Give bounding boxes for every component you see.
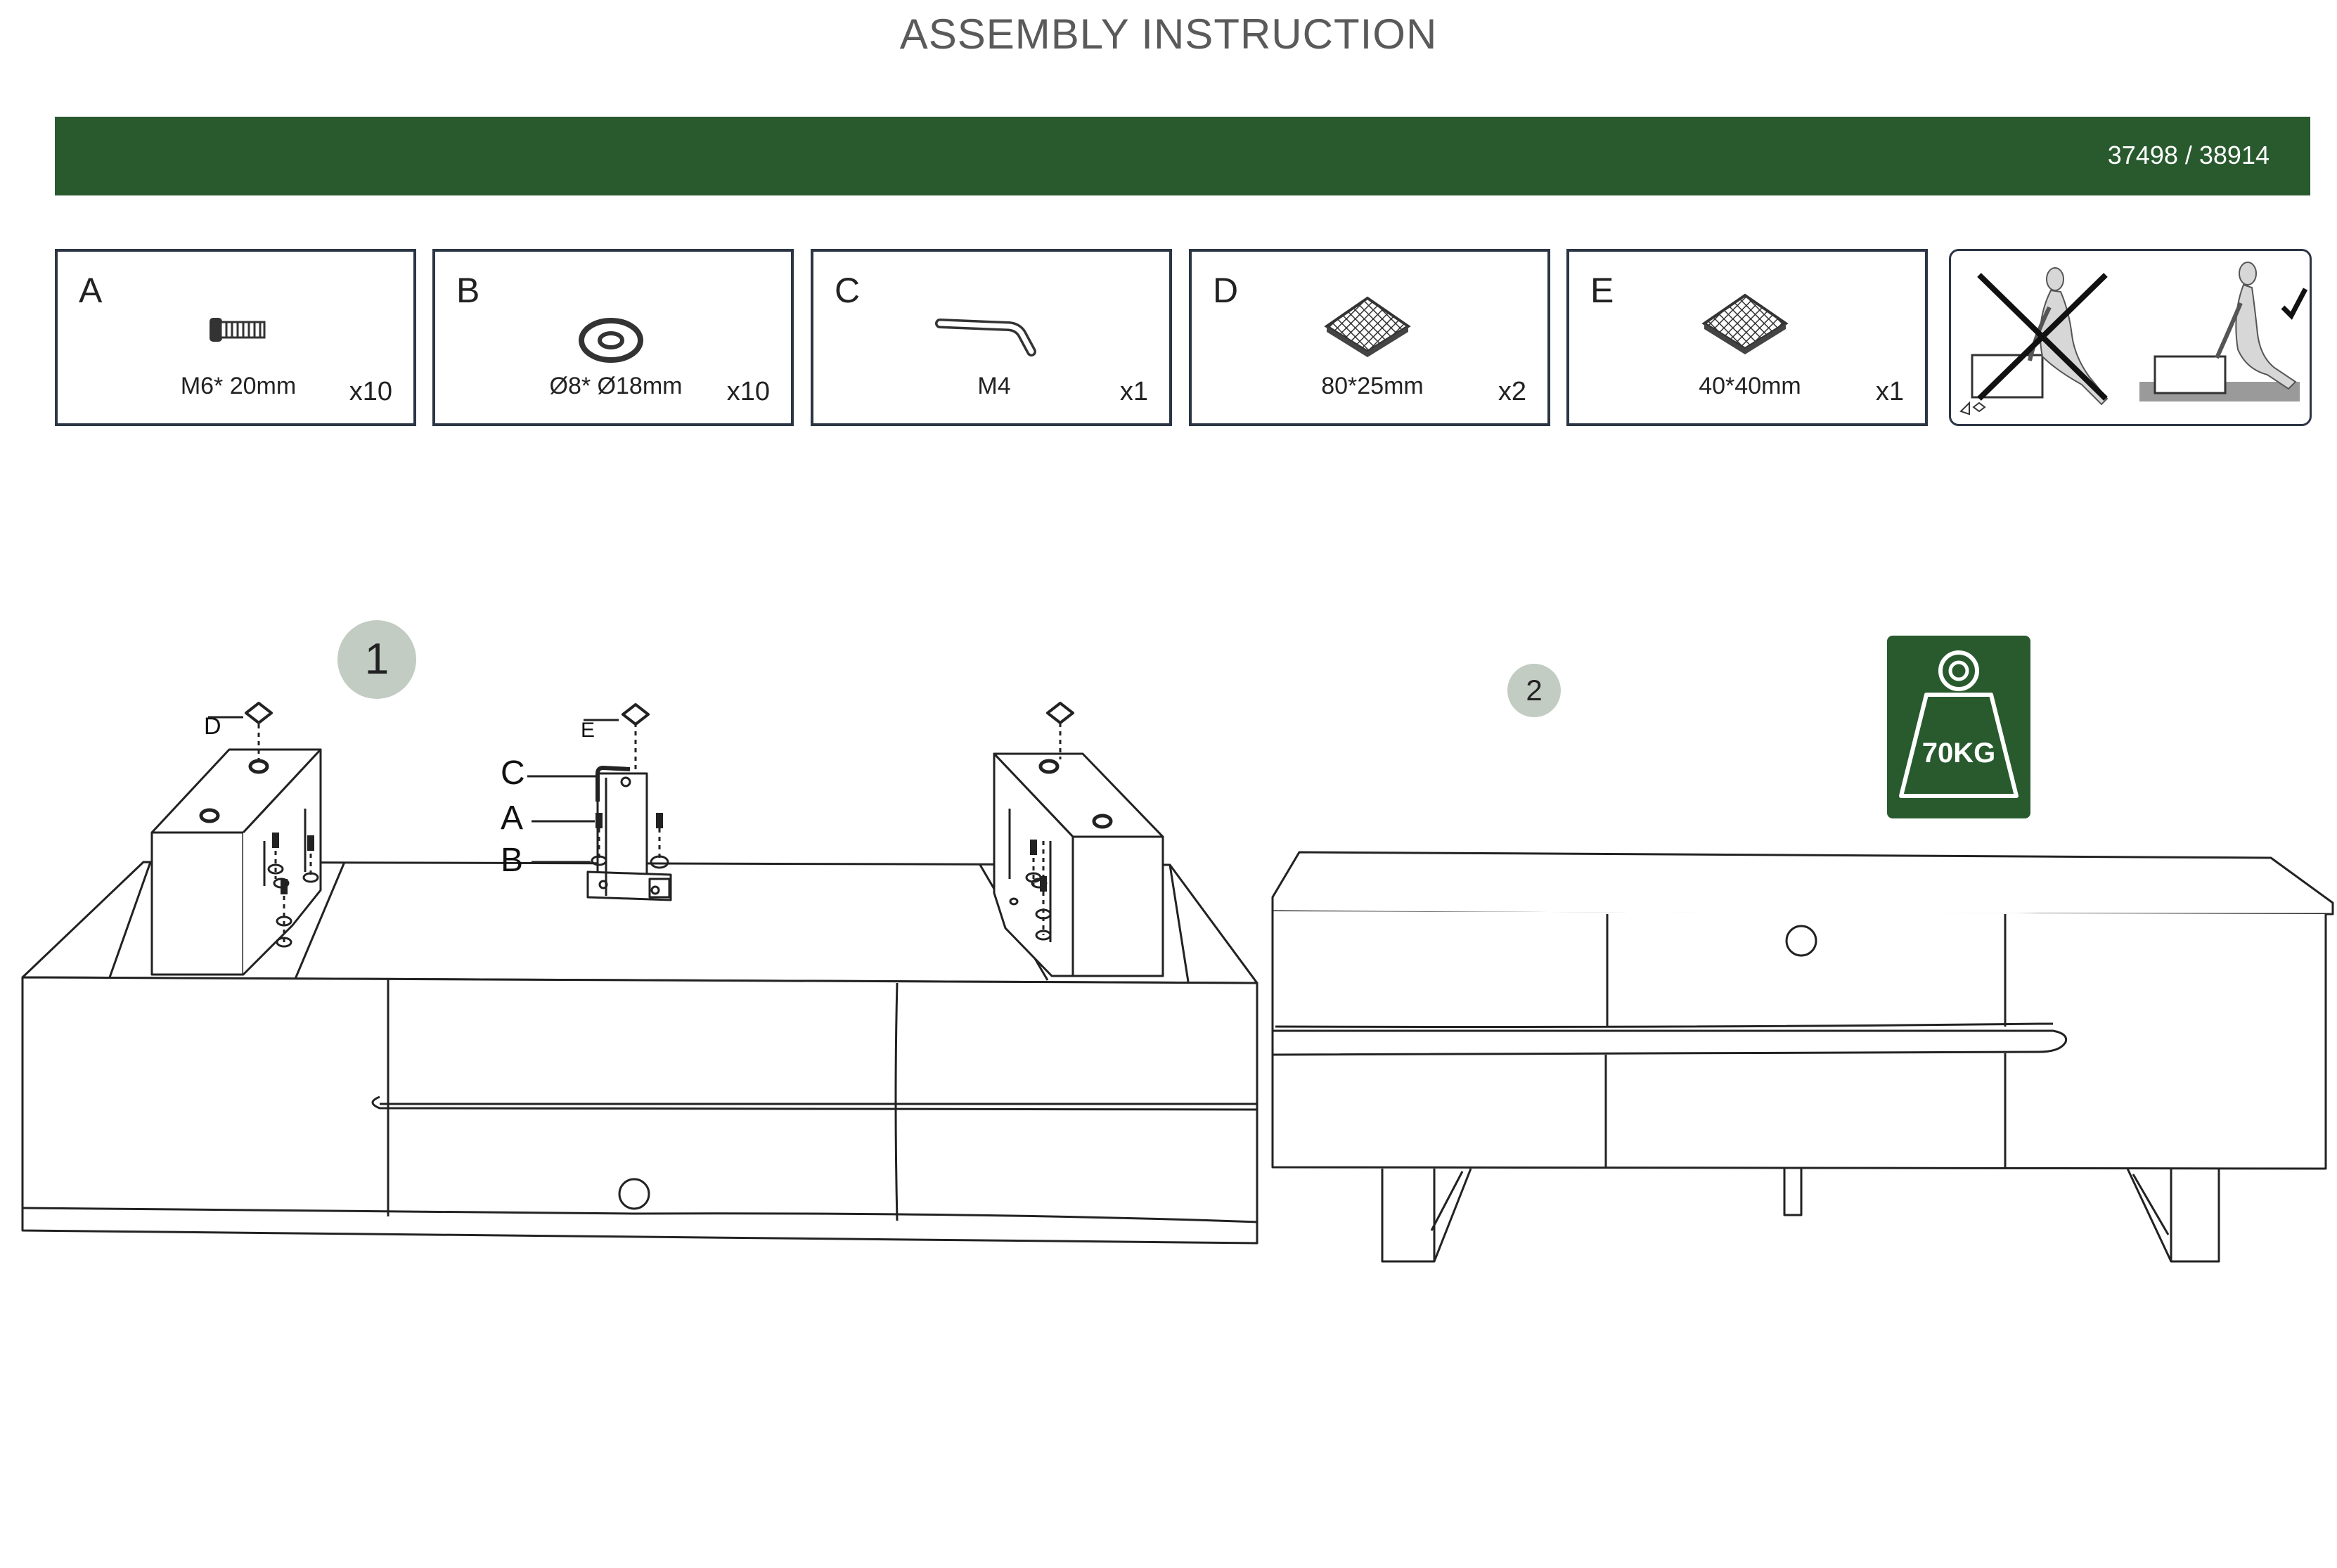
felt-pad-icon: [1701, 293, 1789, 354]
part-letter: C: [835, 271, 861, 310]
page-title: ASSEMBLY INSTRUCTION: [899, 11, 1438, 58]
single-person-lift-icon: [1959, 267, 2109, 416]
step-1-badge: 1: [337, 620, 416, 699]
part-card-c: C M4 x1: [811, 249, 1172, 426]
header-bar: 37498 / 38914: [55, 117, 2310, 195]
callout-a: A: [501, 799, 524, 837]
two-person-lift-card: [1949, 249, 2312, 426]
part-spec: M6* 20mm: [180, 373, 297, 399]
part-spec: 40*40mm: [1699, 373, 1801, 399]
product-code: 37498 / 38914: [2107, 141, 2270, 169]
part-letter: D: [1213, 271, 1239, 310]
part-card-b: B Ø8* Ø18mm x10: [432, 249, 794, 426]
part-qty: x10: [726, 377, 770, 406]
part-spec: M4: [977, 373, 1011, 399]
felt-pad-icon: [1324, 296, 1411, 357]
step-1-diagram: [21, 702, 1258, 1245]
bolt-icon: [210, 318, 266, 342]
lifting-pictogram-icon: [1959, 262, 2308, 416]
step-2-badge: 2: [1507, 664, 1561, 717]
washer-icon: [579, 318, 643, 363]
part-letter: A: [79, 271, 103, 310]
part-card-d: D 80*25mm x2: [1189, 249, 1550, 426]
part-qty: x1: [1119, 377, 1148, 406]
correct-lift-icon: [2139, 262, 2308, 401]
part-qty: x1: [1875, 377, 1904, 406]
callout-e: E: [581, 719, 595, 742]
part-qty: x10: [349, 377, 392, 406]
step-2-diagram: [1271, 851, 2334, 1263]
part-spec: 80*25mm: [1321, 373, 1424, 399]
part-letter: E: [1590, 271, 1614, 310]
part-letter: B: [456, 271, 480, 310]
max-load-label: 70KG: [1922, 738, 1996, 769]
callout-c: C: [501, 754, 525, 792]
part-qty: x2: [1498, 377, 1526, 406]
part-spec: Ø8* Ø18mm: [549, 373, 683, 399]
allen-key-icon: [935, 319, 1036, 356]
part-card-a: A M6* 20mm x10: [55, 249, 416, 426]
max-load-badge: 70KG: [1887, 636, 2030, 818]
callout-d: D: [204, 713, 221, 740]
part-card-e: E 40*40mm x1: [1566, 249, 1928, 426]
callout-b: B: [501, 842, 524, 879]
weight-icon: 70KG: [1899, 650, 2019, 798]
